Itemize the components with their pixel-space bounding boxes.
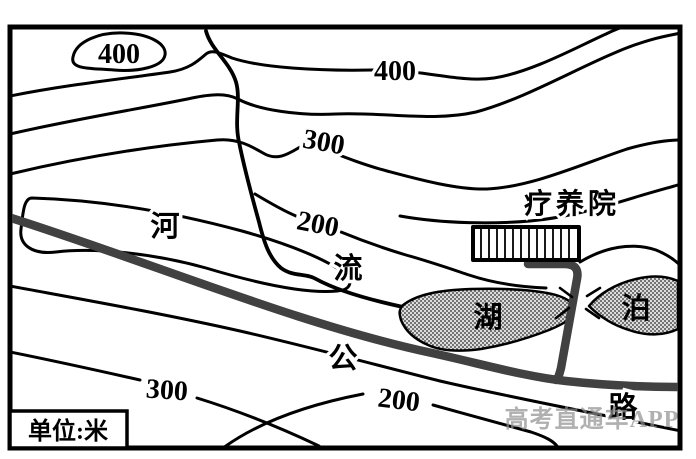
contour-lines bbox=[12, 29, 678, 446]
contour-peak-oval bbox=[71, 31, 167, 72]
building-hatch bbox=[480, 228, 570, 259]
contour-below-road bbox=[12, 284, 678, 432]
contour-300 bbox=[12, 138, 678, 191]
river-label-liu: 流 bbox=[333, 252, 362, 285]
contour-label-300-bottomleft: 300 bbox=[145, 374, 189, 408]
sanatorium-building bbox=[471, 225, 581, 262]
road-label-gong: 公 bbox=[328, 343, 357, 375]
lake-hu bbox=[398, 287, 575, 352]
contour-label-200-bottom: 200 bbox=[376, 383, 421, 419]
contour-label-400-topleft: 400 bbox=[98, 39, 140, 70]
sanatorium-label: 疗养院 bbox=[524, 187, 620, 220]
road-label-lu: 路 bbox=[608, 391, 638, 424]
dam-ticks bbox=[554, 286, 602, 320]
lake-po bbox=[587, 275, 678, 336]
contour-200-upper bbox=[253, 192, 548, 290]
contour-350 bbox=[12, 32, 678, 136]
contour-above-lake-po bbox=[578, 244, 678, 266]
watermark: 高考直通车APP bbox=[505, 405, 680, 433]
contour-300-bottom bbox=[12, 350, 321, 446]
lake-label-po: 泊 bbox=[621, 292, 650, 325]
lake-label-hu: 湖 bbox=[473, 301, 502, 334]
unit-box: 单位:米 bbox=[8, 409, 129, 450]
contour-400 bbox=[12, 29, 622, 98]
unit-label: 单位:米 bbox=[28, 417, 108, 445]
river-label-he: 河 bbox=[150, 210, 179, 243]
contour-label-400-topright: 400 bbox=[374, 56, 416, 87]
contour-200-bottom bbox=[223, 392, 559, 446]
branch-road bbox=[523, 259, 582, 385]
contour-above-sanatorium bbox=[398, 183, 678, 225]
river-line bbox=[204, 29, 405, 309]
main-road bbox=[12, 213, 678, 392]
contour-spur-loop bbox=[19, 196, 352, 293]
